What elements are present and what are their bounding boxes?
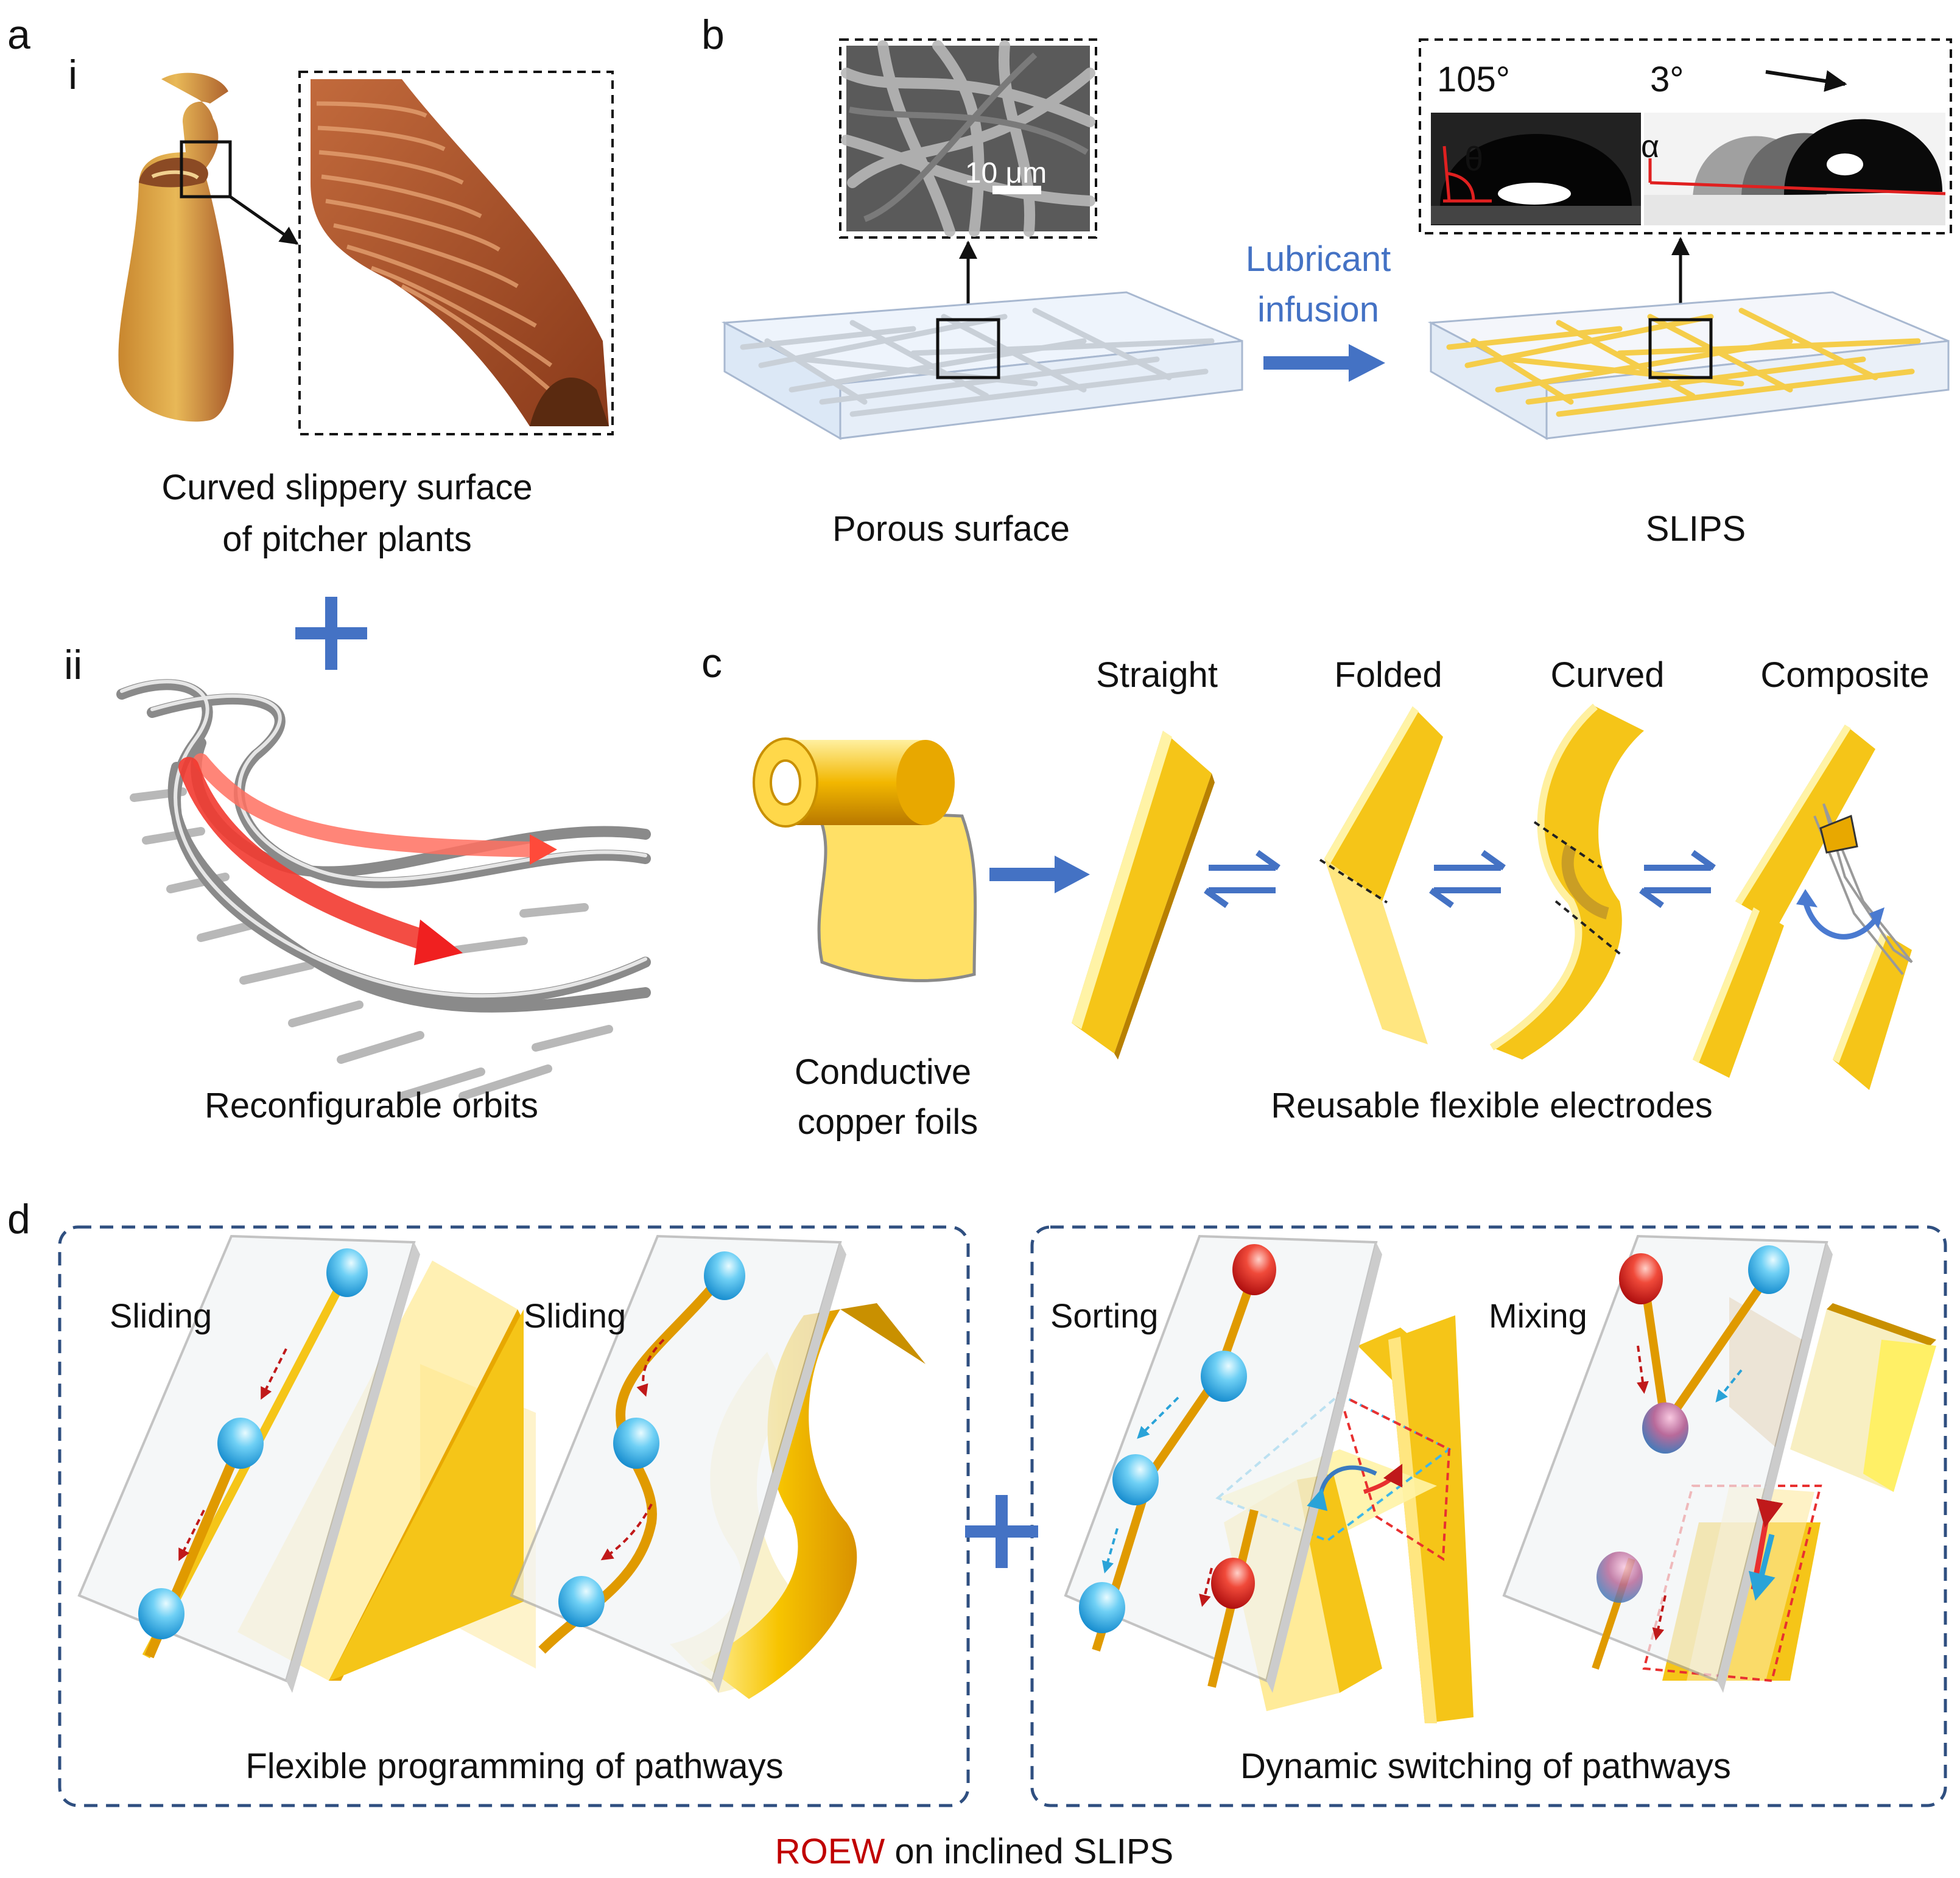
sliding-angle-value: 3° (1650, 60, 1684, 99)
label-curved: Curved (1551, 655, 1665, 695)
caption-a-i-line2: of pitcher plants (222, 519, 471, 559)
curved-electrode (1489, 703, 1644, 1060)
scene-sliding-straight: Sliding (77, 1234, 536, 1693)
reconfigurable-rails-illustration (116, 679, 651, 1100)
caption-d-left: Flexible programming of pathways (245, 1746, 783, 1786)
panel-c: c Conductive copper foils Straight Folde… (701, 640, 1930, 1142)
bottom-caption-rest: on inclined SLIPS (894, 1832, 1173, 1871)
panel-a-letter: a (7, 12, 30, 58)
panel-c-letter: c (701, 640, 722, 686)
panel-a-sub-ii: ii (64, 642, 82, 688)
panel-b-letter: b (701, 12, 725, 58)
lubricant-label-line2: infusion (1257, 290, 1379, 329)
caption-a-ii: Reconfigurable orbits (205, 1086, 538, 1125)
label-straight: Straight (1096, 655, 1218, 695)
scene-mixing: Mixing (1489, 1234, 1936, 1693)
panel-d: d Sliding (7, 1196, 1947, 1871)
panel-a-sub-i: i (68, 52, 77, 98)
slips-slab (1427, 291, 1950, 440)
panel-a: a i Curved (7, 12, 651, 1125)
panel-d-letter: d (7, 1196, 30, 1242)
zoom-frame (298, 71, 614, 435)
caption-c-right: Reusable flexible electrodes (1271, 1086, 1712, 1125)
contact-angle-image: θ 105° (1431, 60, 1641, 225)
mode-label-mixing: Mixing (1489, 1296, 1587, 1335)
box-dynamic-switching (1030, 1225, 1947, 1807)
straight-electrode (1072, 731, 1215, 1060)
forward-arrow-icon (989, 856, 1090, 893)
mode-label-sorting: Sorting (1050, 1296, 1158, 1335)
bottom-caption-highlight: ROEW (775, 1832, 885, 1871)
copper-foil-roll-icon (753, 737, 977, 982)
lubricant-label-line1: Lubricant (1246, 239, 1391, 279)
sem-scale-label: 10 μm (965, 157, 1047, 189)
theta-symbol: θ (1464, 139, 1483, 178)
caption-a-i-line1: Curved slippery surface (161, 468, 532, 507)
scene-sliding-curved: Sliding (510, 1234, 926, 1699)
box-flexible-programming (58, 1225, 970, 1807)
alpha-symbol: α (1641, 129, 1659, 164)
pitcher-plant-image (118, 72, 299, 422)
label-composite: Composite (1760, 655, 1929, 695)
label-folded: Folded (1334, 655, 1442, 695)
folded-electrode (1319, 706, 1443, 1044)
infusion-arrow-icon (1263, 344, 1385, 382)
bottom-caption: ROEW on inclined SLIPS (775, 1832, 1173, 1871)
caption-c-left-line2: copper foils (798, 1102, 978, 1142)
mode-label-sliding-2: Sliding (524, 1296, 626, 1335)
caption-c-left-line1: Conductive (795, 1052, 971, 1092)
plus-icon (295, 597, 367, 670)
caption-b-left: Porous surface (832, 509, 1070, 549)
scene-sorting: Sorting (1050, 1234, 1474, 1723)
reversible-arrow-icon-1 (1204, 849, 1280, 909)
caption-d-right: Dynamic switching of pathways (1240, 1746, 1731, 1786)
reversible-arrow-icon-3 (1639, 849, 1716, 909)
composite-electrode (1693, 725, 1913, 1090)
ridge-zoom-image (311, 79, 609, 426)
panel-b: b 10 μm (701, 12, 1952, 549)
reversible-arrow-icon-2 (1429, 849, 1506, 909)
sem-fiber-image: 10 μm (841, 40, 1095, 237)
sliding-angle-image: α 3° (1641, 60, 1946, 225)
caption-b-right: SLIPS (1646, 509, 1746, 549)
mode-label-sliding-1: Sliding (110, 1296, 212, 1335)
plus-icon-d (965, 1495, 1038, 1568)
porous-surface-slab (721, 291, 1243, 440)
contact-angle-value: 105° (1437, 60, 1510, 99)
